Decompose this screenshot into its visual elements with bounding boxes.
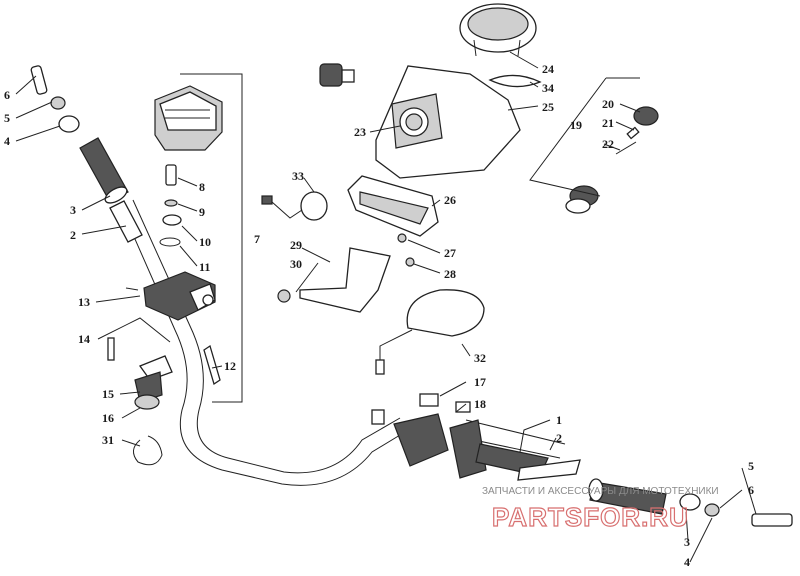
- callout-34: 34: [542, 81, 554, 95]
- left-switch-housing: [154, 85, 223, 151]
- callout-4-right: 4: [684, 555, 690, 569]
- callout-17: 17: [474, 375, 486, 389]
- callout-30: 30: [290, 257, 302, 271]
- headlight-cover-25: [375, 65, 521, 179]
- callout-20: 20: [602, 97, 614, 111]
- left-grip-assembly: [30, 65, 143, 243]
- callout-11: 11: [199, 260, 210, 274]
- callout-1: 1: [556, 413, 562, 427]
- callout-24: 24: [542, 62, 554, 76]
- screw-14: [107, 337, 115, 361]
- callout-3-right: 3: [684, 535, 690, 549]
- callout-4: 4: [4, 134, 10, 148]
- callout-5: 5: [4, 111, 10, 125]
- left-bar-end-bolt: [30, 65, 48, 95]
- callout-2-right: 2: [556, 431, 562, 445]
- watermark-brand: PARTSFOR.RU: [492, 502, 689, 532]
- callout-6: 6: [4, 88, 10, 102]
- ignition-switch-set: [529, 77, 659, 214]
- callout-3: 3: [70, 203, 76, 217]
- callout-23: 23: [354, 125, 366, 139]
- mount-29: [277, 247, 391, 313]
- bolt-28: [405, 257, 415, 267]
- right-bar-end-bolt: [751, 513, 793, 527]
- callout-33: 33: [292, 169, 304, 183]
- watermark-caption: ЗАПЧАСТИ И АКСЕССУАРЫ ДЛЯ МОТОТЕХНИКИ: [482, 486, 719, 497]
- callout-5-right: 5: [748, 459, 754, 473]
- bracket-26: [347, 175, 439, 237]
- horn-33: [261, 191, 328, 221]
- right-throttle: [475, 443, 581, 481]
- callout-6-right: 6: [748, 483, 754, 497]
- callout-16: 16: [102, 411, 114, 425]
- left-grip: [79, 137, 129, 203]
- grommet-27: [397, 233, 407, 243]
- bracket-7: [180, 73, 243, 403]
- callout-28: 28: [444, 267, 456, 281]
- callout-2: 2: [70, 228, 76, 242]
- right-washer: [704, 503, 720, 517]
- callout-9: 9: [199, 205, 205, 219]
- ring-34: [488, 74, 542, 88]
- callout-18: 18: [474, 397, 486, 411]
- callout-29: 29: [290, 238, 302, 252]
- hardware-8-11: [159, 164, 182, 247]
- screw-12: [203, 344, 221, 386]
- handlebar-tube: [119, 199, 566, 486]
- speedometer-24: [459, 3, 537, 57]
- callout-19: 19: [570, 118, 582, 132]
- left-clamp: [125, 271, 216, 321]
- callout-8: 8: [199, 180, 205, 194]
- left-sleeve: [109, 200, 143, 243]
- socket-23: [319, 63, 355, 87]
- callout-27: 27: [444, 246, 456, 260]
- right-bar-end: [679, 493, 701, 511]
- callout-10: 10: [199, 235, 211, 249]
- callout-26: 26: [444, 193, 456, 207]
- callout-7: 7: [254, 232, 260, 246]
- leader-lines: [15, 51, 757, 563]
- lever-bracket: [134, 355, 173, 410]
- mirror-32: [375, 289, 485, 375]
- callout-13: 13: [78, 295, 90, 309]
- right-switch-assembly: [371, 393, 487, 479]
- callout-14: 14: [78, 332, 90, 346]
- callout-25: 25: [542, 100, 554, 114]
- callout-12: 12: [224, 359, 236, 373]
- left-washer: [50, 96, 66, 110]
- callout-32: 32: [474, 351, 486, 365]
- callout-22: 22: [602, 137, 614, 151]
- callout-21: 21: [602, 116, 614, 130]
- right-grip: [588, 478, 667, 515]
- callout-31: 31: [102, 433, 114, 447]
- left-bar-end-weight: [58, 115, 80, 133]
- callout-15: 15: [102, 387, 114, 401]
- clip-31: [133, 435, 163, 466]
